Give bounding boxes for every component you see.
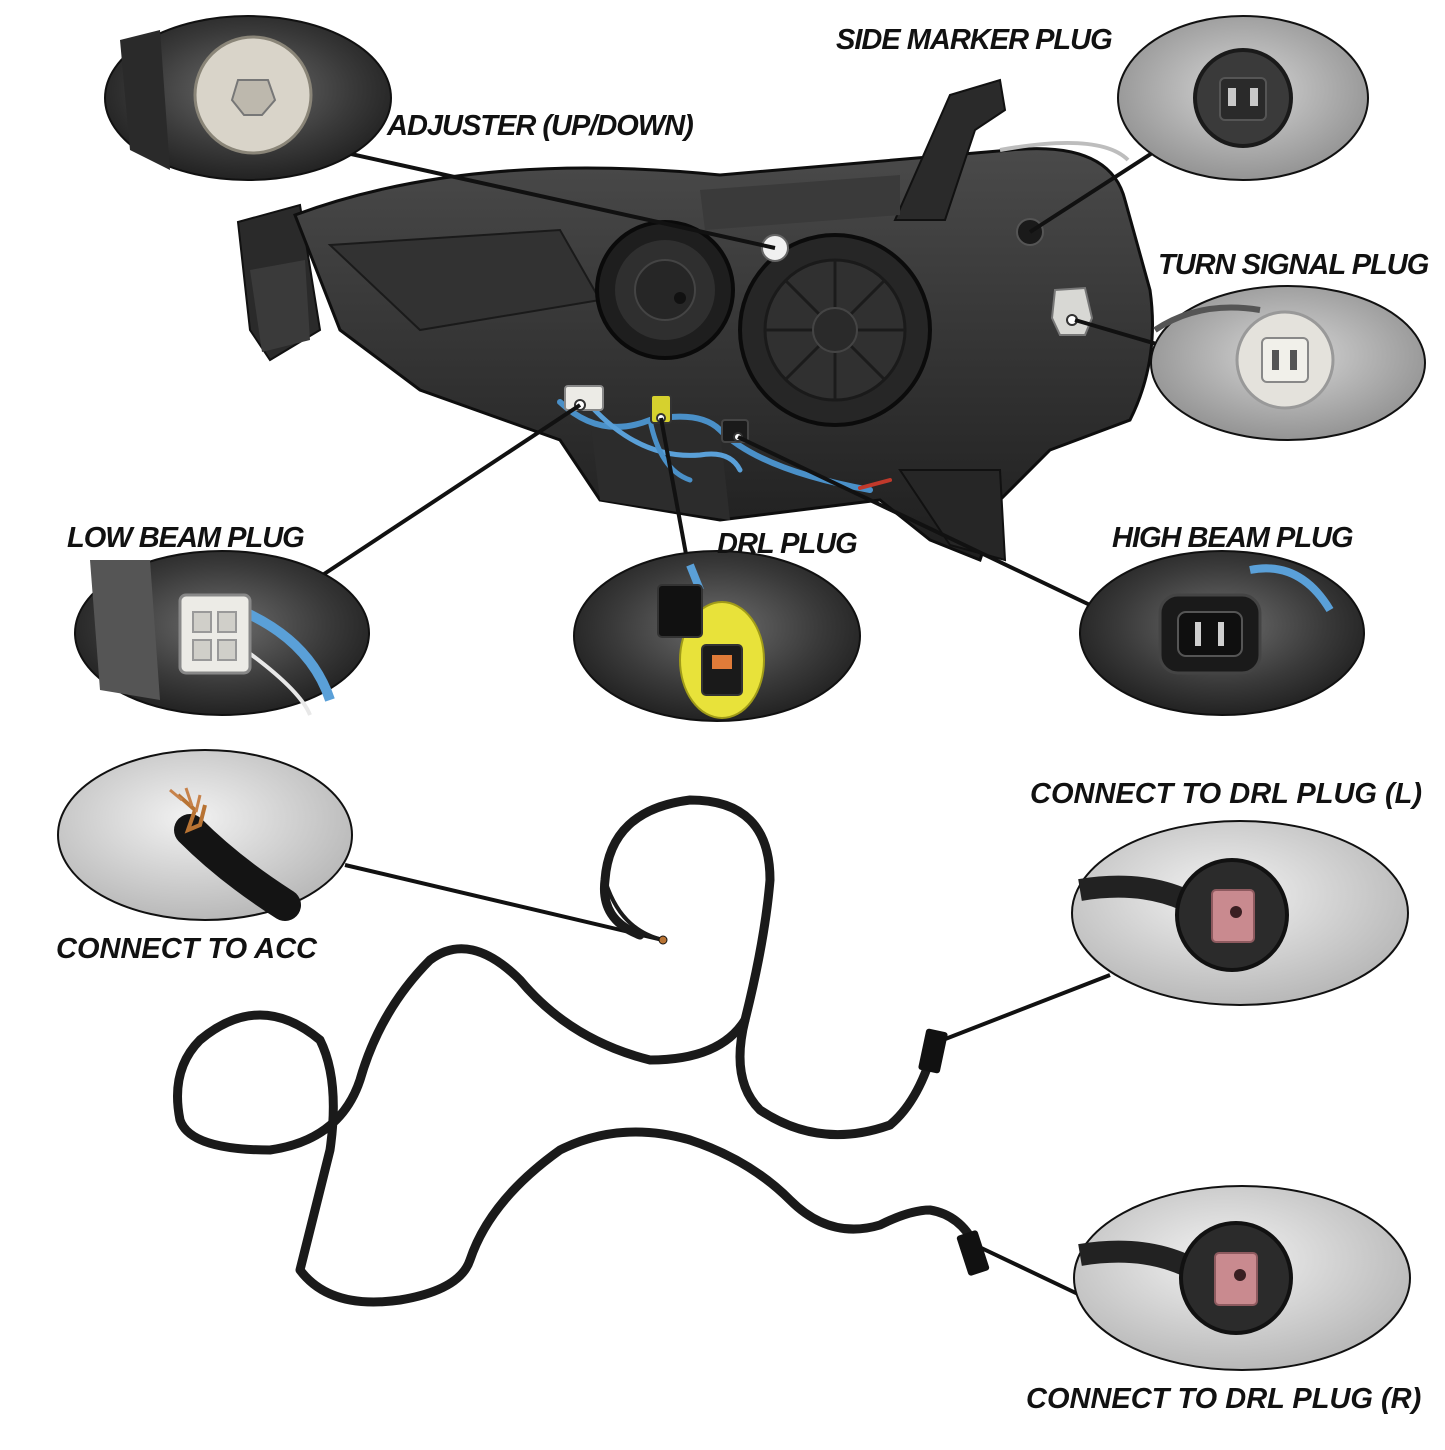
callout-high-beam	[1079, 550, 1365, 716]
label-low-beam-plug: LOW BEAM PLUG	[67, 522, 305, 554]
low-beam-socket	[595, 220, 735, 360]
acc-wire-end-icon	[658, 935, 668, 945]
blue-wire-harness	[557, 399, 892, 493]
label-connect-to-drl-l: CONNECT TO DRL PLUG (L)	[1030, 778, 1423, 810]
callout-low-beam	[74, 550, 370, 716]
drl-harness-cable	[173, 795, 980, 1307]
harness-connector-r-icon	[956, 1230, 990, 1276]
drl-connector-icon	[657, 584, 703, 638]
callout-acc	[57, 749, 353, 921]
callout-turn-signal	[1150, 285, 1426, 441]
low-beam-connector-icon	[178, 593, 252, 675]
label-connect-to-drl-r: CONNECT TO DRL PLUG (R)	[1026, 1383, 1422, 1415]
headlight-housing	[236, 78, 1154, 562]
leader-lines	[313, 146, 1162, 1297]
turn-signal-socket-icon	[1050, 286, 1094, 336]
callout-adjuster	[104, 15, 392, 181]
callout-drl-r	[1073, 1185, 1411, 1371]
callout-drl-l	[1071, 820, 1409, 1006]
callout-drl	[573, 550, 861, 722]
label-connect-to-acc: CONNECT TO ACC	[56, 933, 317, 965]
label-side-marker-plug: SIDE MARKER PLUG	[836, 24, 1113, 56]
label-adjuster: ADJUSTER (UP/DOWN)	[387, 110, 694, 142]
copper-wire-icon	[176, 793, 207, 834]
callout-side-marker	[1117, 15, 1369, 181]
label-high-beam-plug: HIGH BEAM PLUG	[1112, 522, 1354, 554]
label-turn-signal-plug: TURN SIGNAL PLUG	[1158, 249, 1429, 281]
label-drl-plug: DRL PLUG	[717, 528, 858, 560]
acc-wire-lead	[603, 879, 664, 942]
high-beam-dust-cap	[738, 233, 932, 427]
harness-connector-l-icon	[918, 1028, 948, 1074]
